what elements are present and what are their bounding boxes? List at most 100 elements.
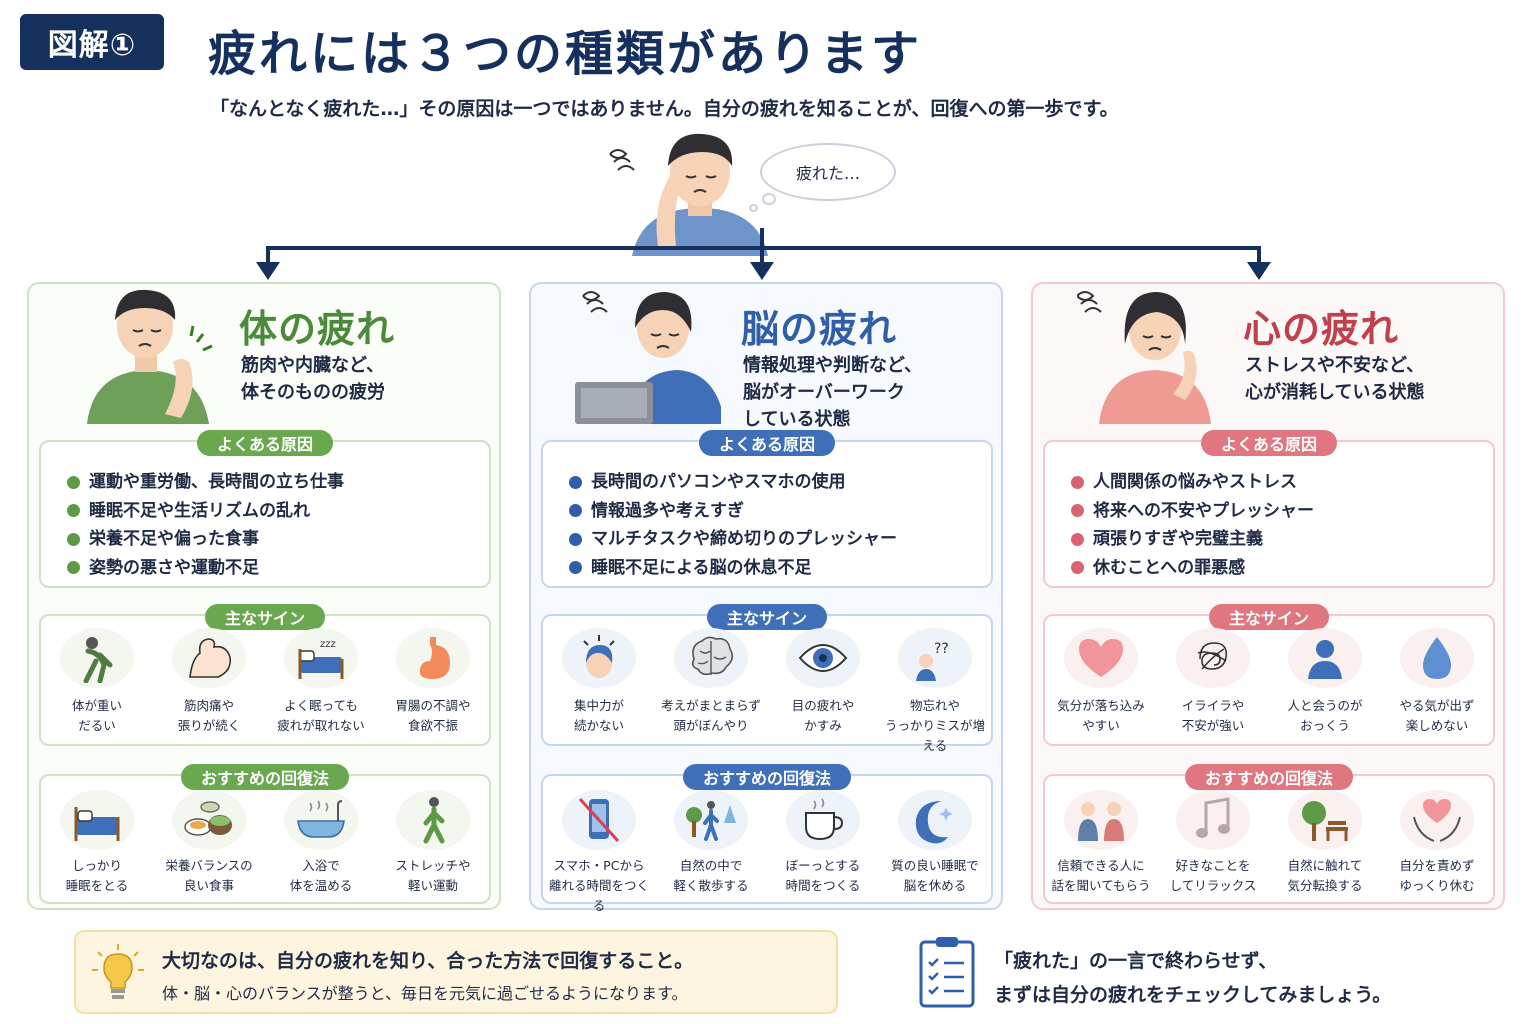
figure-badge: 図解①: [20, 14, 164, 70]
signs-box: 主なサイン 体が重い だるい 筋肉痛や 張りが続く zzz よく眠っても 疲れが…: [39, 604, 491, 746]
column-body-fatigue: 体の疲れ 筋肉や内臓など、 体そのものの疲労 よくある原因 運動や重労働、長時間…: [27, 282, 501, 910]
cause-item: 頑張りすぎや完璧主義: [1071, 525, 1314, 554]
bullet-dot: [569, 504, 582, 518]
cause-item: 姿勢の悪さや運動不足: [67, 554, 344, 583]
causes-box: よくある原因 長時間のパソコンやスマホの使用 情報過多や考えすぎ マルチタスクや…: [541, 430, 993, 588]
walking-icon: [423, 797, 445, 844]
thought-bubble-dot: [762, 193, 776, 205]
sign-item: zzz よく眠っても 疲れが取れない: [265, 628, 377, 736]
recovery-label: おすすめの回復法: [180, 764, 350, 790]
thought-bubble-dot: [749, 204, 758, 212]
recovery-item: 質の良い睡眠で 脳を休める: [879, 790, 991, 916]
column-brain-fatigue: 脳の疲れ 情報処理や判断など、 脳がオーバーワーク している状態 よくある原因 …: [529, 282, 1003, 913]
heart-fatigue-person-icon: [1077, 291, 1211, 424]
meal-icon: [184, 801, 232, 836]
sign-item: イライラや 不安が強い: [1157, 628, 1269, 736]
stomach-icon: [419, 637, 450, 679]
distracted-head-icon: [583, 635, 615, 678]
no-phone-icon: [578, 797, 620, 843]
sign-item: 目の疲れや かすみ: [767, 628, 879, 756]
cause-item: 長時間のパソコンやスマホの使用: [569, 468, 897, 497]
signs-label: 主なサイン: [706, 604, 828, 630]
tree-bench-icon: [1302, 801, 1348, 841]
drop-icon: [1423, 637, 1451, 679]
cause-item: 将来への不安やプレッシャー: [1071, 497, 1314, 526]
bullet-dot: [67, 475, 80, 489]
key-point-main: 大切なのは、自分の疲れを知り、合った方法で回復すること。: [162, 950, 694, 972]
key-point-sub: 体・脳・心のバランスが整うと、毎日を元気に過ごせるようになります。: [162, 984, 688, 1003]
two-people-icon: [1078, 802, 1124, 841]
recovery-item: 信頼できる人に 話を聞いてもらう: [1045, 790, 1157, 896]
recovery-box: おすすめの回復法 信頼できる人に 話を聞いてもらう 好きなことを してリラックス…: [1043, 764, 1495, 904]
signs-label: 主なサイン: [204, 604, 326, 630]
page-subtitle: 「なんとなく疲れた…」その原因は一つではありません。自分の疲れを知ることが、回復…: [210, 98, 1119, 120]
recovery-label: おすすめの回復法: [682, 764, 852, 790]
eye-icon: [798, 644, 848, 672]
bullet-dot: [569, 475, 582, 489]
tired-person-icon: [83, 637, 113, 683]
recovery-item: スマホ・PCから 離れる時間をつくる: [543, 790, 655, 916]
column-title: 脳の疲れ: [741, 307, 898, 351]
brain-icon: [691, 636, 734, 676]
sign-item: 胃腸の不調や 食欲不振: [377, 628, 489, 736]
brain-fatigue-person-icon: [575, 291, 721, 424]
page-title: 疲れには３つの種類があります: [208, 26, 923, 82]
key-point-box: 大切なのは、自分の疲れを知り、合った方法で回復すること。 体・脳・心のバランスが…: [74, 930, 838, 1014]
muscle-arm-icon: [189, 638, 232, 678]
recovery-box: おすすめの回復法 スマホ・PCから 離れる時間をつくる 自然の中で 軽く散歩する…: [541, 764, 993, 913]
recovery-label: おすすめの回復法: [1184, 764, 1354, 790]
bullet-dot: [1071, 504, 1084, 518]
bullet-dot: [67, 532, 80, 546]
recovery-box: おすすめの回復法 しっかり 睡眠をとる 栄養バランスの 良い食事 入浴で 体を温…: [39, 764, 491, 904]
svg-text:??: ??: [934, 641, 949, 657]
column-title: 心の疲れ: [1243, 307, 1400, 351]
body-fatigue-person-icon: [87, 289, 213, 424]
cause-item: 栄養不足や偏った食事: [67, 525, 344, 554]
nature-walk-icon: [686, 801, 736, 841]
recovery-item: 自然に触れて 気分転換する: [1269, 790, 1381, 896]
bed-icon: [74, 807, 120, 841]
sign-item: 筋肉痛や 張りが続く: [153, 628, 265, 736]
column-description: 情報処理や判断など、 脳がオーバーワーク している状態: [743, 355, 923, 430]
recovery-item: 自然の中で 軽く散歩する: [655, 790, 767, 916]
heart-icon: [1079, 639, 1123, 677]
column-description: ストレスや不安など、 心が消耗している状態: [1245, 355, 1425, 403]
lightbulb-icon: [92, 944, 144, 999]
recovery-item: ぼーっとする 時間をつくる: [767, 790, 879, 916]
sign-item: 気分が落ち込み やすい: [1045, 628, 1157, 736]
bullet-dot: [1071, 475, 1084, 489]
column-title: 体の疲れ: [239, 307, 396, 351]
bed-zzz-icon: zzz: [298, 639, 344, 679]
cause-item: 運動や重労働、長時間の立ち仕事: [67, 468, 344, 497]
column-description: 筋肉や内臓など、 体そのものの疲労: [241, 355, 385, 403]
bullet-dot: [1071, 561, 1084, 575]
tangle-icon: [1197, 642, 1228, 670]
bullet-dot: [569, 561, 582, 575]
recovery-item: ストレッチや 軽い運動: [377, 790, 489, 896]
recovery-item: 自分を責めず ゆっくり休む: [1381, 790, 1493, 896]
svg-text:zzz: zzz: [320, 639, 336, 650]
sign-item: ?? 物忘れや うっかりミスが増える: [879, 628, 991, 756]
recovery-item: しっかり 睡眠をとる: [41, 790, 153, 896]
sign-item: 人と会うのが おっくう: [1269, 628, 1381, 736]
call-to-action-line2: まずは自分の疲れをチェックしてみましょう。: [994, 984, 1392, 1006]
signs-box: 主なサイン 集中力が 続かない 考えがまとまらず 頭がぼんやり 目の疲れや かす…: [541, 604, 993, 753]
cause-item: 情報過多や考えすぎ: [569, 497, 897, 526]
causes-box: よくある原因 運動や重労働、長時間の立ち仕事 睡眠不足や生活リズムの乱れ 栄養不…: [39, 430, 491, 588]
causes-label: よくある原因: [1200, 430, 1338, 456]
person-icon: [1308, 640, 1342, 679]
sign-item: 考えがまとまらず 頭がぼんやり: [655, 628, 767, 756]
sign-item: 体が重い だるい: [41, 628, 153, 736]
column-heart-fatigue: 心の疲れ ストレスや不安など、 心が消耗している状態 よくある原因 人間関係の悩…: [1031, 282, 1505, 910]
music-note-icon: [1196, 797, 1230, 838]
signs-label: 主なサイン: [1208, 604, 1330, 630]
bullet-dot: [1071, 532, 1084, 546]
causes-box: よくある原因 人間関係の悩みやストレス 将来への不安やプレッシャー 頑張りすぎや…: [1043, 430, 1495, 588]
call-to-action-line1: 「疲れた」の一言で終わらせず、: [994, 950, 1278, 972]
hands-heart-icon: [1413, 799, 1461, 842]
checklist-clipboard-icon: [919, 937, 975, 1008]
recovery-item: 好きなことを してリラックス: [1157, 790, 1269, 896]
recovery-item: 入浴で 体を温める: [265, 790, 377, 896]
coffee-cup-icon: [805, 798, 844, 841]
cause-item: 休むことへの罪悪感: [1071, 554, 1314, 583]
